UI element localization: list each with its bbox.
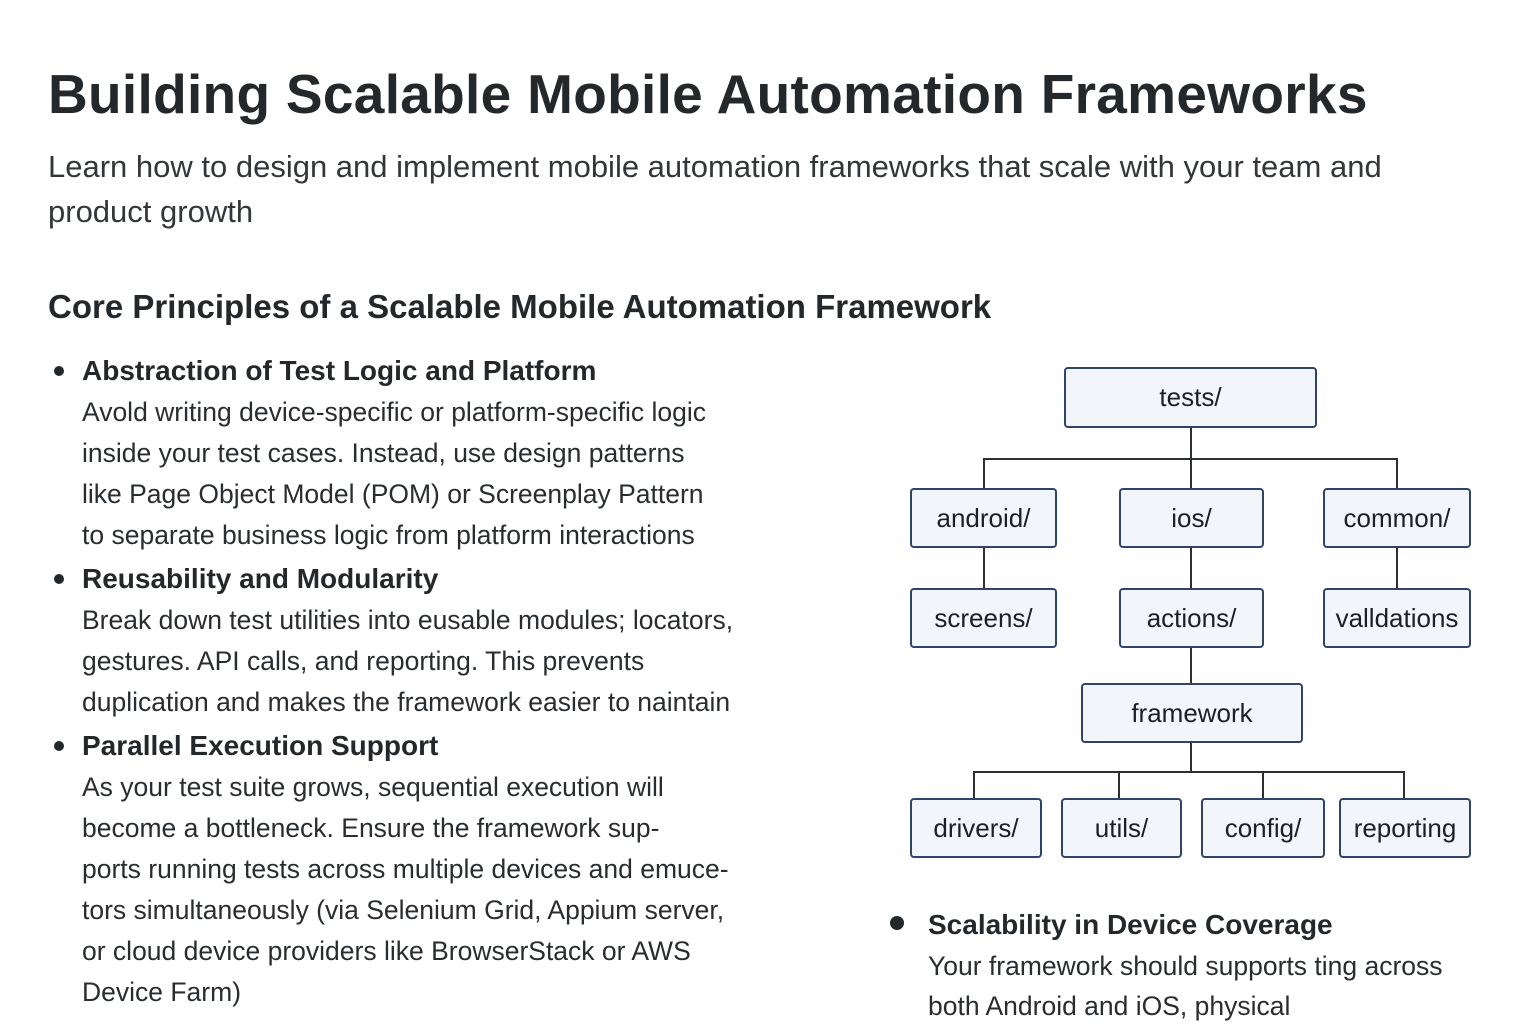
tree-node-tests: tests/	[1064, 367, 1317, 428]
principle-line: become a bottleneck. Ensure the framewor…	[82, 813, 660, 843]
tree-node-validations: valldations	[1323, 588, 1471, 648]
tree-node-actions: actions/	[1119, 588, 1264, 648]
principle-line: Avold writing device-specific or platfor…	[82, 397, 706, 427]
tree-connector	[973, 771, 975, 799]
principle-title: Parallel Execution Support	[82, 730, 439, 761]
tree-node-ios: ios/	[1119, 488, 1264, 548]
tree-node-config: config/	[1201, 798, 1325, 858]
principle-item: Reusability and Modularity Break down te…	[48, 560, 828, 723]
principle-line: duplication and makes the framework easi…	[82, 687, 731, 717]
principle-line: or cloud device providers like BrowserSt…	[82, 936, 691, 966]
principle-line: gestures. API calls, and reporting. This…	[82, 646, 645, 676]
tree-connector	[973, 771, 1404, 773]
tree-node-android: android/	[910, 488, 1057, 548]
scalability-line: both Android and iOS, physical	[928, 991, 1291, 1021]
principle-line: inside your test cases. Instead, use des…	[82, 438, 685, 468]
tree-connector	[1190, 547, 1192, 588]
tree-node-utils: utils/	[1061, 798, 1182, 858]
tree-connector	[983, 547, 985, 588]
principle-line: As your test suite grows, sequential exe…	[82, 772, 664, 802]
principle-line: to separate business logic from platform…	[82, 520, 695, 550]
scalability-item: Scalability in Device Coverage Your fram…	[884, 906, 1504, 1026]
scalability-line: Your framework should supports ting acro…	[928, 951, 1443, 981]
principle-line: tors simultaneously (via Selenium Grid, …	[82, 895, 725, 925]
tree-node-framework: framework	[1081, 683, 1303, 743]
principle-line: Break down test utilities into eusable m…	[82, 605, 734, 635]
tree-node-drivers: drivers/	[910, 798, 1042, 858]
section-heading: Core Principles of a Scalable Mobile Aut…	[48, 288, 992, 325]
principle-body: Break down test utilities into eusable m…	[82, 600, 828, 723]
tree-connector	[1403, 771, 1405, 799]
tree-connector	[1190, 647, 1192, 683]
tree-node-common: common/	[1323, 488, 1471, 548]
tree-connector	[983, 458, 985, 488]
principle-item: Parallel Execution Support As your test …	[48, 727, 828, 1013]
bullet-icon	[890, 916, 904, 930]
principle-body: Avold writing device-specific or platfor…	[82, 392, 828, 556]
page-subtitle: Learn how to design and implement mobile…	[48, 149, 1382, 229]
tree-connector	[1190, 427, 1192, 459]
folder-tree-diagram: tests/ android/ ios/ common/ screens/ ac…	[900, 360, 1490, 870]
tree-connector	[1396, 458, 1398, 488]
tree-connector	[1396, 547, 1398, 588]
principle-item: Abstraction of Test Logic and Platform A…	[48, 352, 828, 556]
tree-connector	[1190, 458, 1192, 488]
principle-title: Abstraction of Test Logic and Platform	[82, 355, 597, 386]
tree-connector	[1262, 771, 1264, 799]
scalability-body: Your framework should supports ting acro…	[884, 946, 1504, 1026]
principle-line: Device Farm)	[82, 977, 242, 1007]
principles-list: Abstraction of Test Logic and Platform A…	[48, 352, 828, 1017]
principle-title: Reusability and Modularity	[82, 563, 439, 594]
tree-connector	[1118, 771, 1120, 799]
tree-connector	[1190, 742, 1192, 772]
tree-node-screens: screens/	[910, 588, 1057, 648]
principle-line: ports running tests across multiple devi…	[82, 854, 729, 884]
bullet-icon	[54, 574, 64, 584]
page-title: Building Scalable Mobile Automation Fram…	[48, 63, 1368, 125]
principle-line: like Page Object Model (POM) or Screenpl…	[82, 479, 704, 509]
principle-body: As your test suite grows, sequential exe…	[82, 767, 828, 1013]
bullet-icon	[54, 741, 64, 751]
bullet-icon	[54, 366, 64, 376]
scalability-title: Scalability in Device Coverage	[928, 909, 1333, 940]
tree-node-reporting: reporting	[1339, 798, 1471, 858]
